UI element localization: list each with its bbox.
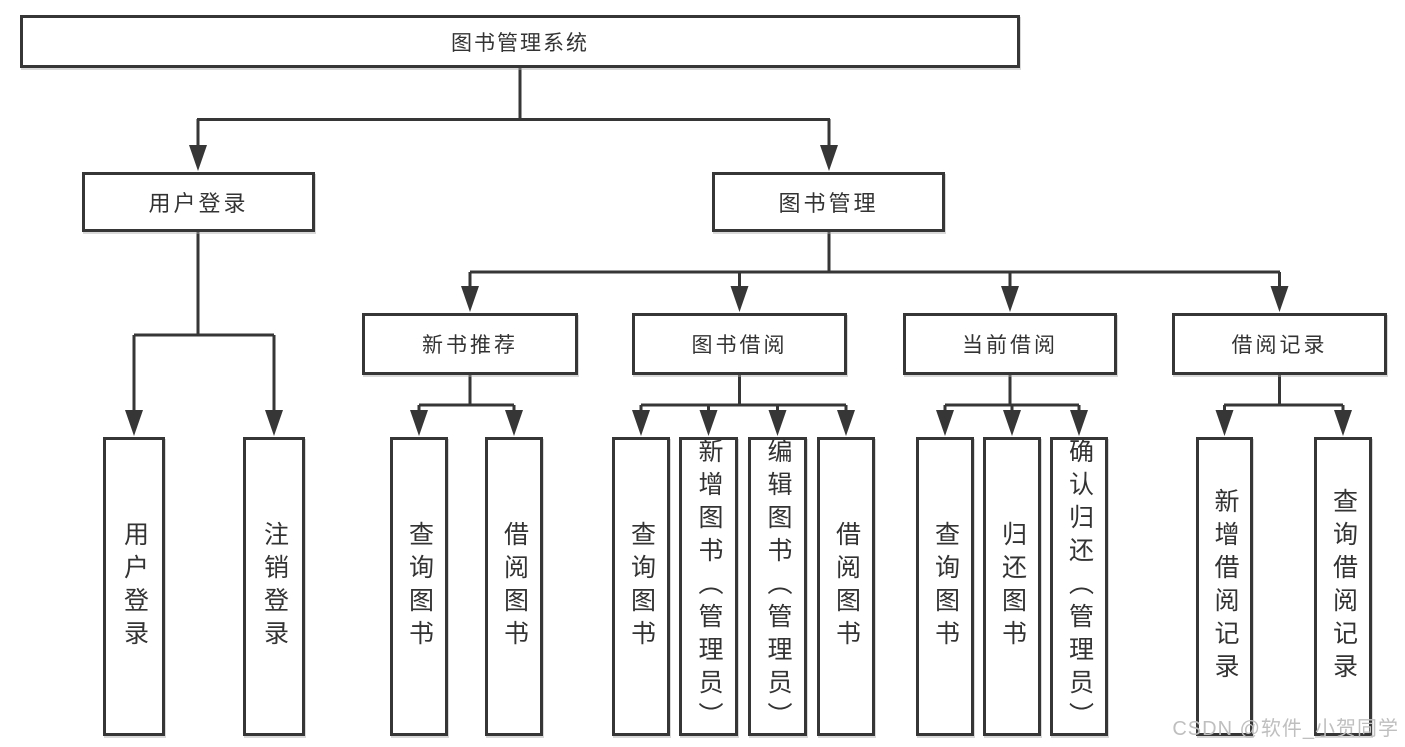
leaf-borrow-books-borrowing-label: 借阅图书: [832, 520, 861, 653]
node-book-management: 图书管理: [712, 172, 945, 232]
node-book-borrowing: 图书借阅: [632, 313, 847, 375]
leaf-add-books-admin-label: 新增图书（管理员）: [695, 438, 723, 735]
leaf-return-books-label: 归还图书: [998, 520, 1027, 653]
leaf-logout-login-label: 注销登录: [260, 520, 289, 653]
leaf-edit-books-admin: 编辑图书（管理员）: [748, 437, 807, 736]
leaf-add-books-admin: 新增图书（管理员）: [679, 437, 738, 736]
leaf-query-books-current: 查询图书: [916, 437, 974, 736]
node-new-book-recommend-label: 新书推荐: [422, 334, 518, 357]
leaf-query-borrow-record: 查询借阅记录: [1314, 437, 1372, 736]
leaf-query-books-current-label: 查询图书: [931, 520, 960, 653]
leaf-edit-books-admin-label: 编辑图书（管理员）: [764, 438, 792, 735]
node-library-system: 图书管理系统: [20, 15, 1020, 68]
leaf-confirm-return-admin-label: 确认归还（管理员）: [1065, 438, 1094, 735]
leaf-borrow-books-recommend-label: 借阅图书: [500, 520, 529, 653]
node-library-system-label: 图书管理系统: [451, 31, 589, 55]
leaf-borrow-books-recommend: 借阅图书: [485, 437, 543, 736]
csdn-watermark: CSDN @软件_小贺同学: [1172, 718, 1399, 740]
leaf-add-borrow-record: 新增借阅记录: [1196, 437, 1253, 736]
node-current-borrowing: 当前借阅: [903, 313, 1117, 375]
node-borrowing-records-label: 借阅记录: [1231, 334, 1328, 357]
leaf-add-borrow-record-label: 新增借阅记录: [1211, 487, 1239, 686]
leaf-query-books-borrowing: 查询图书: [612, 437, 670, 736]
leaf-query-books-borrowing-label: 查询图书: [627, 520, 656, 653]
node-user-login: 用户登录: [82, 172, 315, 232]
leaf-borrow-books-borrowing: 借阅图书: [817, 437, 875, 736]
node-user-login-label: 用户登录: [148, 191, 249, 216]
node-book-borrowing-label: 图书借阅: [691, 334, 788, 357]
leaf-user-login: 用户登录: [103, 437, 165, 736]
leaf-query-borrow-record-label: 查询借阅记录: [1329, 487, 1358, 686]
leaf-logout-login: 注销登录: [243, 437, 305, 736]
node-book-management-label: 图书管理: [778, 191, 879, 216]
node-borrowing-records: 借阅记录: [1172, 313, 1387, 375]
leaf-confirm-return-admin: 确认归还（管理员）: [1050, 437, 1108, 736]
leaf-query-books-recommend-label: 查询图书: [405, 520, 434, 653]
node-current-borrowing-label: 当前借阅: [962, 334, 1058, 357]
leaf-return-books: 归还图书: [983, 437, 1041, 736]
node-new-book-recommend: 新书推荐: [362, 313, 578, 375]
leaf-query-books-recommend: 查询图书: [390, 437, 448, 736]
leaf-user-login-label: 用户登录: [120, 520, 149, 653]
